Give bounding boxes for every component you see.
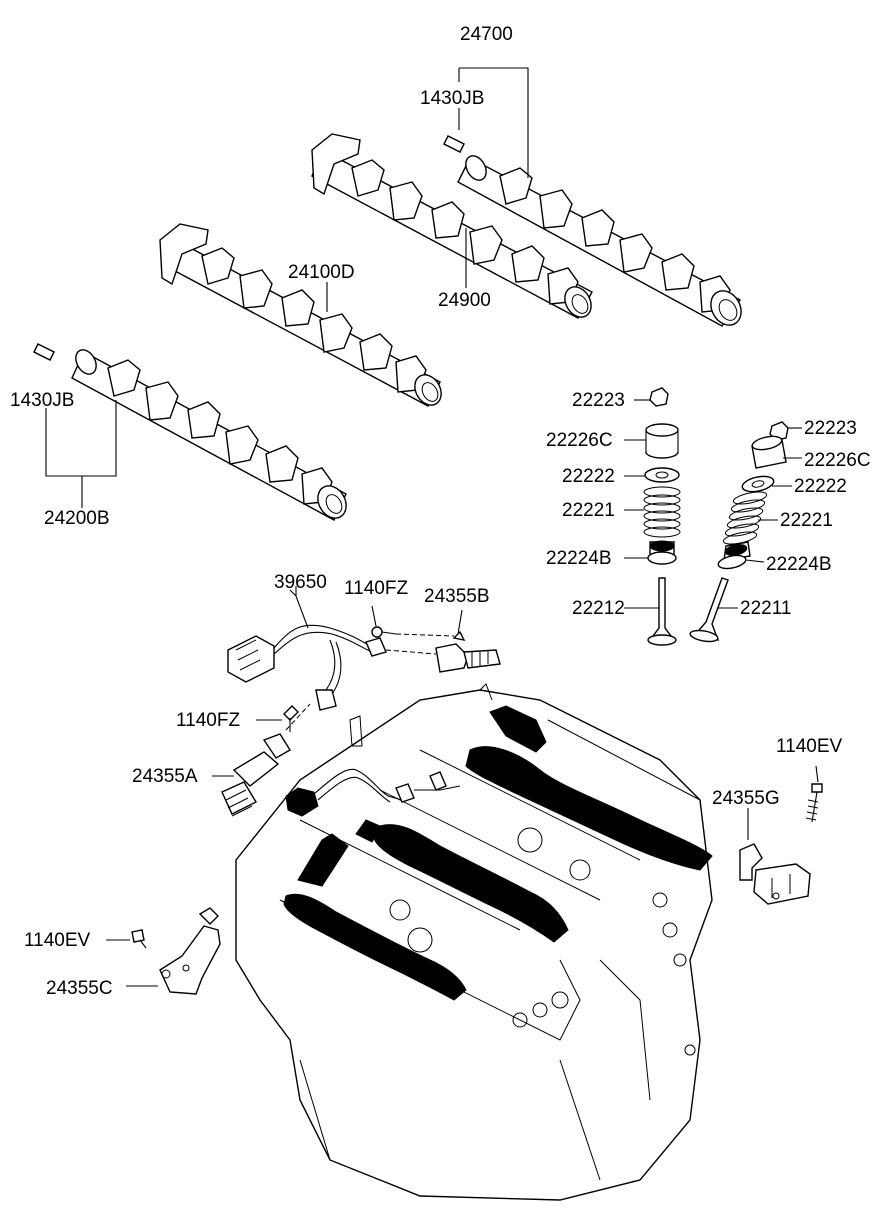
label-24100D: 24100D [288, 262, 355, 283]
bolt-1140EV-right [805, 765, 823, 823]
valve-train-right [689, 421, 789, 643]
label-22226C-left: 22226C [546, 430, 613, 451]
camshaft-24200B [71, 349, 347, 521]
solenoid-24355A [212, 703, 311, 817]
label-1140FZ-top: 1140FZ [344, 578, 408, 599]
pin-1430JB-top [443, 135, 465, 153]
solenoid-24355G [547, 719, 811, 905]
part-labels: 24700 1430JB 24100D 24900 1430JB 24200B … [10, 24, 871, 999]
label-1140FZ-mid: 1140FZ [176, 710, 240, 731]
block-camshafts [283, 705, 713, 1001]
label-22212: 22212 [572, 598, 625, 619]
label-22223-right: 22223 [804, 418, 857, 439]
camshaft-24100D [159, 223, 442, 407]
camshaft-24700 [457, 155, 742, 327]
camshaft-24900 [311, 133, 593, 319]
label-24355B: 24355B [424, 586, 490, 607]
bolt-1140EV-left [106, 929, 147, 949]
bolt-1140FZ-top [371, 605, 397, 638]
label-22224B-right: 22224B [766, 554, 832, 575]
bolt-1140FZ-mid [256, 705, 299, 732]
label-1430JB-top: 1430JB [420, 88, 484, 109]
valve-22211 [689, 577, 729, 643]
pin-1430JB-left [33, 343, 55, 361]
valve-spring-left [643, 486, 681, 538]
wiring-harness-39650 [227, 586, 387, 711]
valve-seal-right [717, 541, 751, 570]
valve-tappet-left [645, 423, 679, 459]
label-24700: 24700 [460, 24, 513, 45]
spring-retainer-left [644, 467, 680, 483]
label-22221-right: 22221 [780, 510, 833, 531]
label-22222-left: 22222 [562, 466, 615, 487]
valve-22212 [647, 577, 677, 646]
label-24355C: 24355C [46, 978, 113, 999]
label-22226C-right: 22226C [804, 450, 871, 471]
valve-seal-left [647, 540, 677, 565]
label-39650: 39650 [274, 572, 327, 593]
label-22211: 22211 [740, 598, 791, 619]
solenoid-24355B [385, 609, 501, 673]
valve-train-left [643, 387, 681, 646]
label-24355A: 24355A [132, 766, 198, 787]
label-22221-left: 22221 [562, 500, 615, 521]
valve-leaders [624, 399, 802, 609]
label-22223-left: 22223 [572, 390, 625, 411]
spring-retainer-right [741, 475, 775, 493]
label-1140EV-left: 1140EV [24, 930, 91, 951]
label-24200B: 24200B [44, 508, 110, 529]
label-22224B-left: 22224B [546, 548, 612, 569]
label-24355G: 24355G [712, 788, 780, 809]
label-24900: 24900 [438, 290, 491, 311]
valve-spring-right [722, 491, 768, 545]
camshaft-leaders [45, 67, 529, 508]
label-1140EV-right: 1140EV [776, 736, 843, 757]
solenoid-24355C [126, 907, 221, 995]
valve-tappet-right [751, 435, 787, 469]
label-1430JB-left: 1430JB [10, 390, 74, 411]
label-22222-right: 22222 [794, 476, 847, 497]
